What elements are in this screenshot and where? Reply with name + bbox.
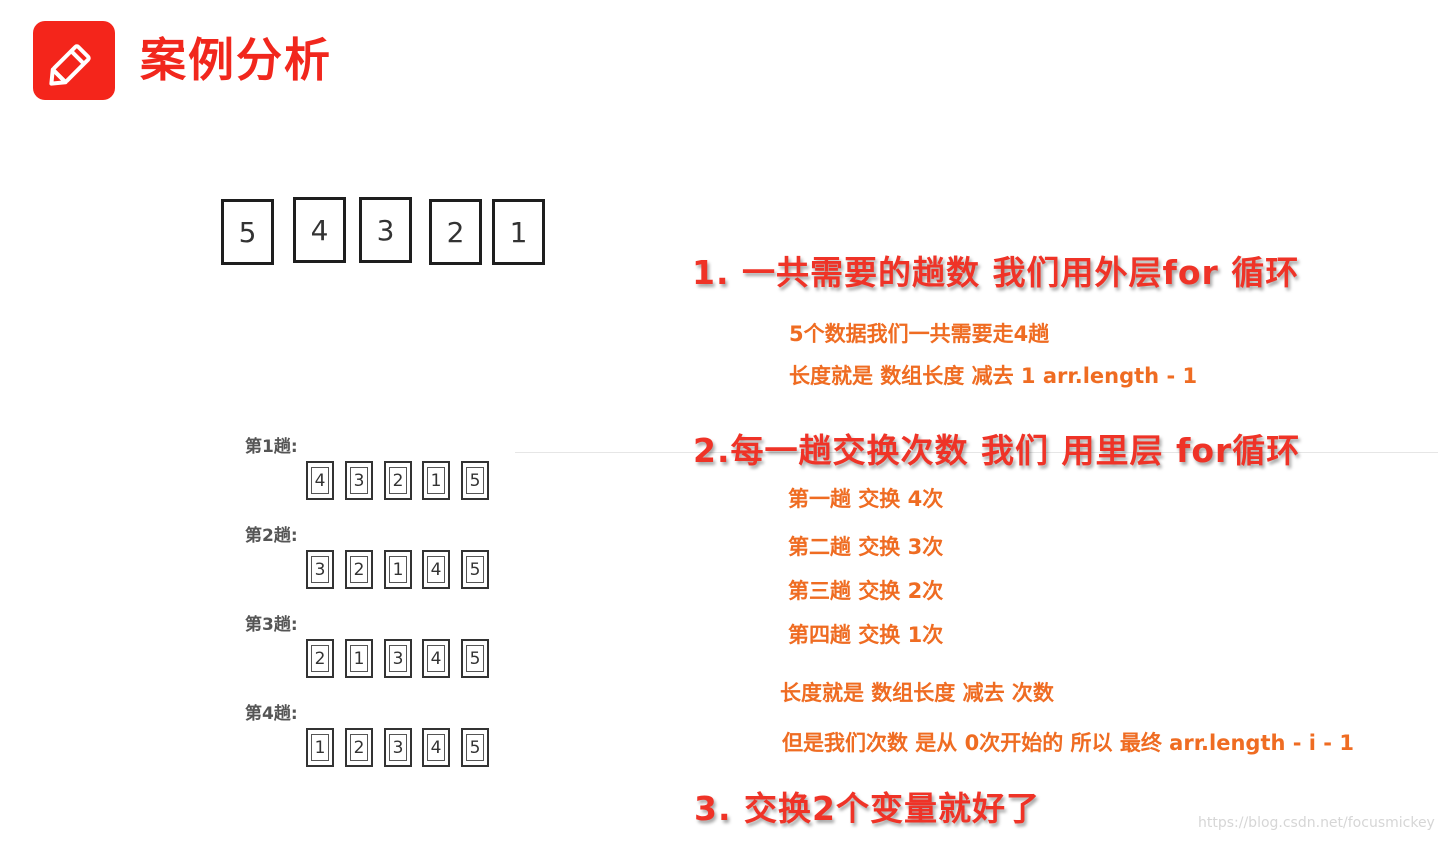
pass-value: 4 xyxy=(311,467,329,494)
pass-cell: 5 xyxy=(461,461,489,500)
pass-cell: 3 xyxy=(345,461,373,500)
pass-value: 5 xyxy=(466,467,484,494)
pass-value: 1 xyxy=(389,556,407,583)
pass-cell: 4 xyxy=(422,728,450,767)
pass-value: 2 xyxy=(311,645,329,672)
pass-cell: 4 xyxy=(422,639,450,678)
pass-cell: 4 xyxy=(422,550,450,589)
pass-value: 2 xyxy=(389,467,407,494)
point2-note: 第二趟 交换 3次 xyxy=(788,535,944,559)
divider xyxy=(515,452,1438,453)
pass-value: 4 xyxy=(427,556,445,583)
pass-cell: 1 xyxy=(384,550,412,589)
array-cell: 5 xyxy=(221,199,274,265)
pass-value: 5 xyxy=(466,556,484,583)
pass-value: 2 xyxy=(350,734,368,761)
point1-note: 长度就是 数组长度 减去 1 arr.length - 1 xyxy=(789,364,1198,388)
pass-value: 3 xyxy=(389,645,407,672)
pass-cell: 2 xyxy=(306,639,334,678)
point1-note: 5个数据我们一共需要走4趟 xyxy=(789,322,1050,346)
point3-heading: 3. 交换2个变量就好了 xyxy=(694,789,1040,828)
point2-note: 第三趟 交换 2次 xyxy=(788,579,944,603)
pass-cell: 3 xyxy=(306,550,334,589)
pass-value: 5 xyxy=(466,734,484,761)
pass-value: 2 xyxy=(350,556,368,583)
pass-label: 第2趟: xyxy=(245,526,298,546)
pass-cell: 2 xyxy=(345,728,373,767)
pass-cell: 3 xyxy=(384,728,412,767)
pass-cell: 1 xyxy=(306,728,334,767)
pass-value: 4 xyxy=(427,734,445,761)
pass-value: 3 xyxy=(311,556,329,583)
pass-cell: 1 xyxy=(345,639,373,678)
point2-heading: 2.每一趟交换次数 我们 用里层 for循环 xyxy=(693,431,1301,470)
array-cell: 4 xyxy=(293,197,346,263)
pass-value: 3 xyxy=(350,467,368,494)
pass-cell: 4 xyxy=(306,461,334,500)
pass-label: 第3趟: xyxy=(245,615,298,635)
pass-value: 1 xyxy=(350,645,368,672)
array-cell: 2 xyxy=(429,199,482,265)
pass-value: 3 xyxy=(389,734,407,761)
pass-value: 1 xyxy=(427,467,445,494)
point2-note: 长度就是 数组长度 减去 次数 xyxy=(780,681,1054,705)
pass-cell: 1 xyxy=(422,461,450,500)
pass-cell: 5 xyxy=(461,728,489,767)
pass-value: 4 xyxy=(427,645,445,672)
pass-label: 第4趟: xyxy=(245,704,298,724)
pass-cell: 2 xyxy=(345,550,373,589)
point2-note: 但是我们次数 是从 0次开始的 所以 最终 arr.length - i - 1 xyxy=(782,731,1354,755)
point1-heading: 1. 一共需要的趟数 我们用外层for 循环 xyxy=(692,253,1300,292)
pencil-icon xyxy=(33,21,115,100)
pass-cell: 5 xyxy=(461,550,489,589)
pass-cell: 5 xyxy=(461,639,489,678)
array-cell: 3 xyxy=(359,197,412,263)
pass-label: 第1趟: xyxy=(245,437,298,457)
watermark: https://blog.csdn.net/focusmickey xyxy=(1198,815,1435,831)
pass-value: 5 xyxy=(466,645,484,672)
point2-note: 第一趟 交换 4次 xyxy=(788,487,944,511)
pass-cell: 2 xyxy=(384,461,412,500)
point2-note: 第四趟 交换 1次 xyxy=(788,623,944,647)
array-cell: 1 xyxy=(492,199,545,265)
page-title: 案例分析 xyxy=(140,33,332,87)
pass-value: 1 xyxy=(311,734,329,761)
pass-cell: 3 xyxy=(384,639,412,678)
